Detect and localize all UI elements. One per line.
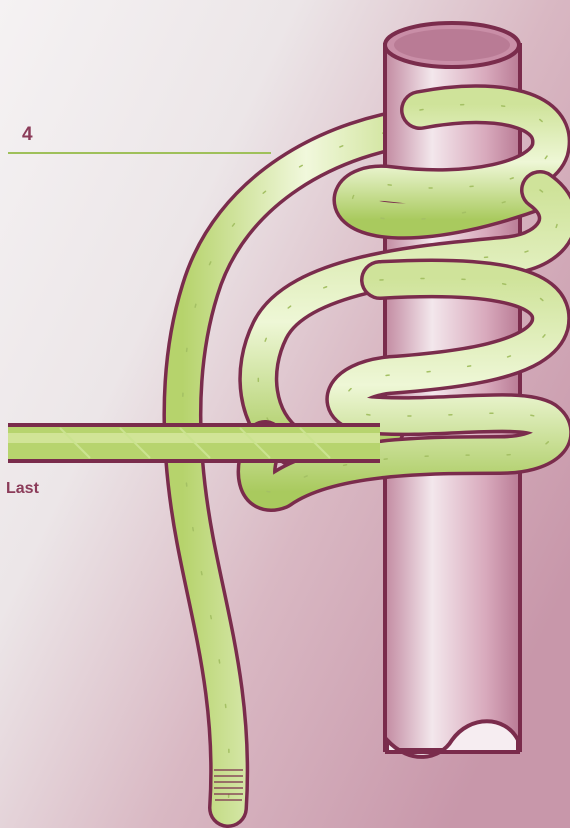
step-divider — [8, 152, 271, 154]
step-number: 4 — [22, 124, 33, 146]
load-label: Last — [6, 480, 39, 498]
rope-load-strand — [8, 423, 380, 463]
